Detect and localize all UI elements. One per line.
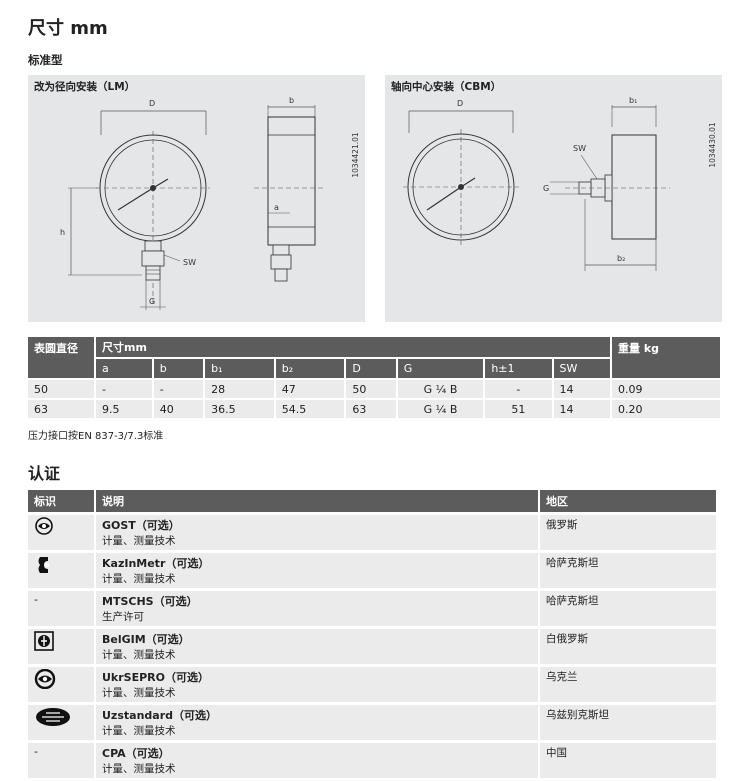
cert-name: CPA（可选） xyxy=(102,747,170,760)
th-weight: 重量 kg xyxy=(612,337,722,380)
drawing-code-lm: 1034421.01 xyxy=(351,132,360,178)
cert-row: GOST（可选） 计量、测量技术 俄罗斯 xyxy=(28,515,718,553)
cell: 9.5 xyxy=(96,400,154,420)
cell: 14 xyxy=(553,400,612,420)
cert-row: BelGIM（可选） 计量、测量技术 白俄罗斯 xyxy=(28,629,718,667)
cell-dial: 63 xyxy=(28,400,96,420)
kazinmetr-logo-icon xyxy=(38,557,49,573)
cert-name: Uzstandard（可选） xyxy=(102,709,217,722)
label-D: D xyxy=(149,99,155,108)
drawing-code-cbm: 1034430.01 xyxy=(708,122,717,168)
cert-name: UkrSEPRO（可选） xyxy=(102,671,209,684)
th-h: h±1 xyxy=(485,358,554,380)
cert-desc: 计量、测量技术 xyxy=(102,573,176,585)
drawing-title-cbm: 轴向中心安装（CBM） xyxy=(391,81,502,93)
drawing-panel-lm: 改为径向安装（LM） D h SW G xyxy=(28,75,365,322)
cell: 36.5 xyxy=(205,400,276,420)
cert-desc: 计量、测量技术 xyxy=(102,763,176,775)
cert-region: 哈萨克斯坦 xyxy=(540,553,718,591)
th-b1: b₁ xyxy=(205,358,276,380)
cell: - xyxy=(485,380,554,400)
cert-region: 白俄罗斯 xyxy=(540,629,718,667)
label-SW-cbm: SW xyxy=(573,144,586,153)
th-dial: 表圆直径 xyxy=(28,337,96,380)
uzstandard-logo-icon xyxy=(36,708,70,726)
dimension-table: 表圆直径 尺寸mm 重量 kg a b b₁ b₂ D G h±1 SW 50 … xyxy=(28,337,722,420)
label-h: h xyxy=(60,228,65,237)
logo-placeholder: - xyxy=(28,743,96,781)
logo-placeholder: - xyxy=(28,591,96,629)
certification-table: 标识 说明 地区 GOST（可选） 计量、测量技术 俄罗斯 KazInMetr（可… xyxy=(28,490,718,781)
gauge-axial-drawing: D b₁ G SW b₂ 1034430.01 xyxy=(403,96,717,271)
cert-desc: 计量、测量技术 xyxy=(102,687,176,699)
cell: 54.5 xyxy=(275,400,347,420)
label-b1: b₁ xyxy=(629,96,637,105)
cert-desc: 计量、测量技术 xyxy=(102,535,176,547)
cell: - xyxy=(153,380,206,400)
label-b2: b₂ xyxy=(617,254,625,263)
cert-name: GOST（可选） xyxy=(102,519,180,532)
certification-title: 认证 xyxy=(28,464,61,483)
cert-region: 俄罗斯 xyxy=(540,515,718,553)
th-G: G xyxy=(397,358,486,380)
cert-row: UkrSEPRO（可选） 计量、测量技术 乌克兰 xyxy=(28,667,718,705)
cert-row: KazInMetr（可选） 计量、测量技术 哈萨克斯坦 xyxy=(28,553,718,591)
cert-row: - CPA（可选） 计量、测量技术 中国 xyxy=(28,743,718,781)
ukrsepro-logo-icon xyxy=(34,668,56,690)
cert-desc: 计量、测量技术 xyxy=(102,649,176,661)
cell: G ¼ B xyxy=(397,380,486,400)
drawing-panel-cbm: 轴向中心安装（CBM） D b₁ G SW b₂ 1034430.01 xyxy=(385,75,722,322)
label-SW: SW xyxy=(183,258,196,267)
cert-region: 乌兹别克斯坦 xyxy=(540,705,718,743)
th-D: D xyxy=(346,358,398,380)
cell-weight: 0.20 xyxy=(612,400,722,420)
th-b2: b₂ xyxy=(275,358,347,380)
label-G: G xyxy=(149,297,155,306)
cell: G ¼ B xyxy=(397,400,486,420)
th-region: 地区 xyxy=(540,490,718,515)
section-subtitle: 标准型 xyxy=(28,53,63,67)
table-row: 63 9.5 40 36.5 54.5 63 G ¼ B 51 14 0.20 xyxy=(28,400,722,420)
th-description: 说明 xyxy=(96,490,540,515)
label-b: b xyxy=(289,96,294,105)
th-b: b xyxy=(153,358,206,380)
cert-row: - MTSCHS（可选） 生产许可 哈萨克斯坦 xyxy=(28,591,718,629)
cert-desc: 生产许可 xyxy=(102,611,144,623)
th-a: a xyxy=(96,358,154,380)
pressure-connection-note: 压力接口按EN 837-3/7.3标准 xyxy=(28,431,164,442)
belgim-logo-icon xyxy=(34,631,54,651)
cert-region: 中国 xyxy=(540,743,718,781)
label-D-cbm: D xyxy=(457,99,463,108)
drawing-title-lm: 改为径向安装（LM） xyxy=(34,81,136,93)
cell: 51 xyxy=(485,400,554,420)
cert-name: BelGIM（可选） xyxy=(102,633,190,646)
label-G-cbm: G xyxy=(543,184,549,193)
cert-region: 乌克兰 xyxy=(540,667,718,705)
table-row: 50 - - 28 47 50 G ¼ B - 14 0.09 xyxy=(28,380,722,400)
cell: - xyxy=(96,380,154,400)
page-title: 尺寸 mm xyxy=(28,18,108,39)
gauge-radial-drawing: D h SW G b xyxy=(60,96,360,310)
cell: 63 xyxy=(346,400,398,420)
th-SW: SW xyxy=(553,358,612,380)
cell-weight: 0.09 xyxy=(612,380,722,400)
cert-name: KazInMetr（可选） xyxy=(102,557,210,570)
cert-desc: 计量、测量技术 xyxy=(102,725,176,737)
cell: 47 xyxy=(275,380,347,400)
cell-dial: 50 xyxy=(28,380,96,400)
th-dims: 尺寸mm xyxy=(96,337,612,359)
cert-name: MTSCHS（可选） xyxy=(102,595,198,608)
cert-region: 哈萨克斯坦 xyxy=(540,591,718,629)
cell: 40 xyxy=(153,400,206,420)
th-logo: 标识 xyxy=(28,490,96,515)
label-a: a xyxy=(274,203,279,212)
cert-row: Uzstandard（可选） 计量、测量技术 乌兹别克斯坦 xyxy=(28,705,718,743)
cell: 50 xyxy=(346,380,398,400)
cell: 28 xyxy=(205,380,276,400)
gost-logo-icon xyxy=(35,517,53,535)
cell: 14 xyxy=(553,380,612,400)
